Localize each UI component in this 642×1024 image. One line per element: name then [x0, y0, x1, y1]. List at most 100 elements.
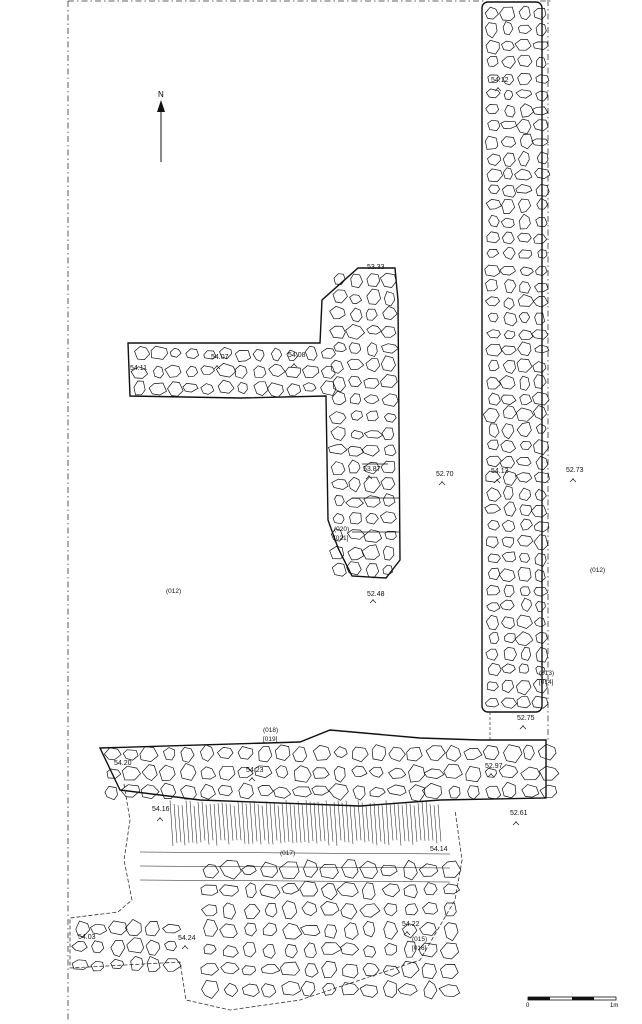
stone: [200, 884, 219, 896]
level-label: 54.16: [152, 806, 170, 813]
stone: [500, 439, 517, 454]
stone: [382, 564, 393, 575]
slab-line: [301, 804, 306, 843]
stone: [332, 513, 345, 525]
level-label: 54.23: [246, 767, 264, 774]
stone: [361, 444, 380, 457]
stone: [486, 536, 499, 549]
stone: [534, 569, 546, 583]
stone: [397, 983, 418, 996]
stone: [486, 329, 501, 339]
context-label: (020): [334, 526, 350, 533]
stone: [440, 964, 459, 979]
stone: [311, 785, 330, 796]
slab-line: [257, 804, 262, 845]
stone: [234, 350, 252, 362]
stone: [361, 882, 376, 900]
stone: [504, 279, 517, 294]
stone: [141, 764, 158, 782]
stone: [203, 350, 217, 360]
stone: [484, 6, 499, 20]
stone: [340, 903, 358, 920]
stone: [180, 785, 197, 800]
level-label: 54.20: [114, 760, 132, 767]
stone: [533, 374, 547, 389]
slab-line: [337, 800, 342, 841]
stone: [244, 922, 257, 937]
stone: [106, 768, 122, 779]
stone: [517, 72, 532, 86]
stone: [324, 924, 337, 939]
stone: [518, 329, 534, 341]
slab-line: [377, 804, 382, 842]
stone: [518, 150, 530, 167]
stone: [503, 311, 518, 327]
slab-line: [389, 803, 394, 841]
stone: [381, 393, 399, 407]
slab-line: [325, 800, 330, 846]
stone: [499, 599, 515, 611]
north-label: N: [158, 90, 164, 99]
slab-line: [241, 802, 246, 844]
stone: [515, 472, 533, 483]
slab-course: [139, 865, 451, 869]
stone: [503, 330, 516, 340]
stone: [500, 345, 517, 355]
stone: [533, 233, 548, 244]
stone: [503, 89, 514, 100]
stone: [485, 648, 499, 661]
stone: [536, 151, 549, 165]
stone: [103, 747, 122, 761]
stone: [333, 746, 348, 758]
slab-line: [345, 800, 350, 843]
stone: [382, 980, 397, 998]
stone: [145, 939, 161, 956]
stone: [264, 902, 278, 918]
level-label: 52.75: [517, 715, 535, 722]
stone: [516, 696, 531, 709]
stone: [275, 765, 289, 779]
stone: [185, 348, 200, 359]
stone: [348, 375, 362, 387]
stone: [501, 55, 516, 69]
stone: [498, 764, 519, 778]
slab-line: [369, 802, 374, 844]
slab-line: [229, 803, 234, 841]
stone: [359, 984, 378, 998]
slab-line: [349, 804, 354, 845]
stone: [499, 266, 517, 276]
stone: [234, 364, 248, 379]
stone: [321, 942, 343, 955]
stone: [218, 765, 236, 781]
stone: [498, 568, 516, 582]
stone: [519, 375, 531, 391]
stone: [534, 312, 545, 325]
stone: [366, 410, 379, 422]
stone: [260, 861, 279, 878]
stone: [401, 960, 420, 979]
stone: [366, 273, 381, 287]
stone: [425, 745, 446, 762]
stone: [110, 940, 126, 958]
stone: [500, 697, 518, 709]
stone: [257, 785, 274, 797]
stone: [202, 864, 220, 879]
stone: [502, 246, 516, 260]
level-marker-icon: [519, 725, 527, 730]
stone: [487, 553, 501, 563]
stone: [539, 784, 558, 799]
trench-boundary: [67, 0, 552, 1022]
stone: [484, 264, 501, 277]
slab-line: [417, 803, 422, 841]
stone: [516, 680, 532, 696]
slab-line: [381, 805, 386, 845]
stone: [164, 941, 177, 952]
stone: [280, 961, 301, 976]
stone: [484, 296, 501, 307]
stone: [253, 381, 269, 397]
stone: [487, 519, 500, 531]
stone: [515, 89, 533, 99]
stone: [322, 983, 337, 996]
stone: [519, 487, 531, 501]
stone: [517, 24, 532, 34]
